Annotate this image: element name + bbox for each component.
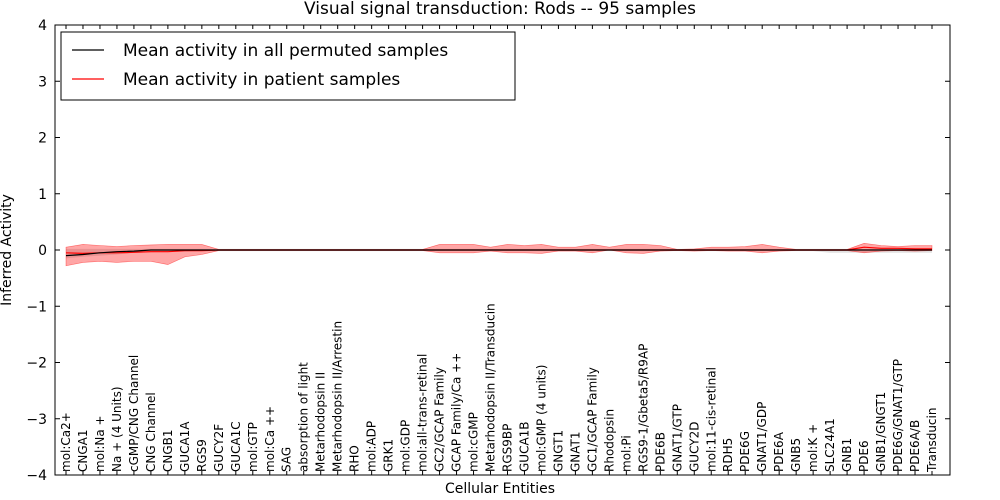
x-tick-label: mol:K +	[806, 424, 820, 472]
x-axis-label: Cellular Entities	[445, 481, 555, 497]
x-tick-label: PDE6A	[772, 431, 786, 472]
x-tick-label: GUCA1B	[518, 421, 532, 472]
x-tick-label: cGMP/CNG Channel	[127, 355, 141, 472]
x-tick-label: mol:GMP (4 units)	[535, 365, 549, 472]
y-tick-label: −1	[26, 299, 47, 315]
x-tick-label: mol:11-cis-retinal	[704, 367, 718, 472]
x-tick-label: PDE6B	[653, 432, 667, 472]
x-tick-label: Transducin	[925, 408, 939, 473]
x-tick-label: PDE6A/B	[908, 420, 922, 472]
x-tick-label: GUCY2F	[212, 424, 226, 472]
x-tick-label: PDE6G/GNAT1/GTP	[891, 359, 905, 472]
x-tick-label: GC1/GCAP Family	[585, 367, 599, 472]
x-tick-label: RGS9BP	[501, 424, 515, 472]
x-tick-label: GNB5	[789, 438, 803, 472]
y-tick-label: 0	[38, 243, 47, 259]
x-tick-label: GUCA1A	[178, 421, 192, 472]
x-tick-label: SLC24A1	[823, 418, 837, 472]
series-lines	[65, 246, 932, 257]
x-tick-label: mol:ADP	[365, 421, 379, 472]
confidence-bands	[65, 242, 933, 267]
x-tick-label: GUCA1C	[229, 421, 243, 472]
x-tick-label: mol:all-trans-retinal	[416, 354, 430, 472]
x-tick-label: GCAP Family/Ca ++	[450, 353, 464, 472]
x-tick-label: mol:GTP	[246, 422, 260, 472]
x-tick-label: RHO	[348, 445, 362, 472]
x-tick-label: GNB1/GNGT1	[874, 392, 888, 472]
x-tick-label: GC2/GCAP Family	[433, 367, 447, 472]
y-tick-label: −4	[26, 468, 47, 484]
x-tick-label: Rhodopsin	[602, 409, 616, 472]
y-tick-label: −3	[26, 412, 47, 428]
x-tick-label: RDH5	[721, 438, 735, 472]
x-tick-label: Metarhodopsin II/Arrestin	[331, 321, 345, 472]
x-tick-label: absorption of light	[297, 362, 311, 472]
x-tick-label: GNB1	[840, 438, 854, 472]
x-tick-label: GNAT1/GTP	[670, 404, 684, 472]
x-tick-label: GRK1	[382, 439, 396, 472]
x-tick-label: Na + (4 Units)	[110, 386, 124, 472]
band-patient	[65, 242, 933, 267]
x-tick-label: PDE6	[857, 440, 871, 472]
x-tick-label: mol:GDP	[399, 420, 413, 472]
y-tick-label: 4	[38, 18, 47, 34]
y-tick-label: 3	[38, 74, 47, 90]
x-tick-label: mol:cGMP	[467, 412, 481, 472]
x-tick-label: mol:Ca2+	[59, 412, 73, 472]
x-tick-label: SAG	[280, 447, 294, 472]
y-tick-label: −2	[26, 356, 47, 372]
legend-frame	[60, 31, 516, 101]
y-tick-label: 2	[38, 131, 47, 147]
x-tick-label: GNAT1	[568, 431, 582, 472]
x-tick-label: PDE6G	[738, 431, 752, 472]
x-tick-label: mol:Ca ++	[263, 406, 277, 472]
x-tick-label: GNAT1/GDP	[755, 402, 769, 472]
x-tick-label: CNG Channel	[144, 392, 158, 472]
x-tick-label: GNGT1	[551, 430, 565, 472]
x-tick-label: GUCY2D	[687, 422, 701, 472]
x-tick-label: CNGA1	[76, 430, 90, 473]
y-axis-ticks: 4 3 2 1 0 −1 −2 −3 −4	[26, 18, 950, 484]
x-tick-label: mol:Na +	[93, 415, 107, 472]
x-tick-label: CNGB1	[161, 429, 175, 472]
y-axis-label: Inferred Activity	[0, 194, 15, 306]
chart-title: Visual signal transduction: Rods -- 95 s…	[304, 0, 696, 19]
legend: Mean activity in all permuted samples Me…	[60, 31, 516, 101]
x-tick-label: RGS9	[195, 439, 209, 472]
legend-label-patient: Mean activity in patient samples	[123, 70, 400, 90]
x-tick-label: RGS9-1/Gbeta5/R9AP	[636, 344, 650, 472]
y-tick-label: 1	[38, 187, 47, 203]
x-tick-label: Metarhodopsin II	[314, 372, 328, 472]
legend-label-permuted: Mean activity in all permuted samples	[123, 41, 448, 61]
x-tick-label: Metarhodopsin II/Transducin	[484, 303, 498, 472]
x-tick-label: mol:Pi	[619, 435, 633, 472]
